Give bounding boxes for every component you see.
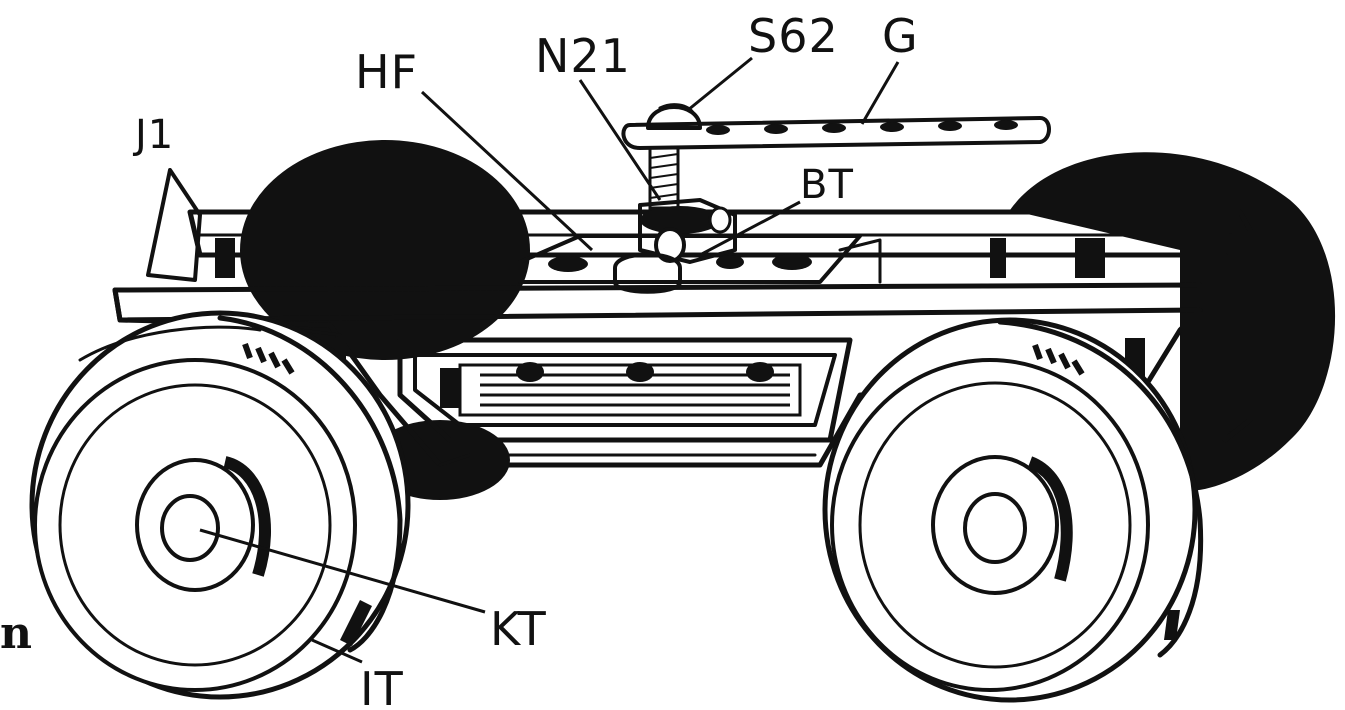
label-kt: KT (490, 602, 547, 656)
leader-n21 (578, 79, 662, 201)
perforated-strip (621, 103, 1051, 150)
leader-s62 (687, 56, 753, 112)
far-left-wheel (240, 140, 530, 360)
pivot-collar (638, 198, 737, 264)
front-right-wheel (822, 317, 1204, 703)
leader-bt (699, 200, 801, 257)
edge-fragment: n (0, 608, 32, 659)
leader-kt (199, 528, 486, 614)
leader-g (860, 61, 900, 125)
axle-box-cutout (397, 337, 853, 443)
leader-hf (420, 90, 594, 252)
front-left-wheel (29, 310, 411, 700)
far-right-wheel (1010, 152, 1336, 491)
label-s62: S62 (748, 9, 839, 63)
leader-lines (199, 56, 900, 664)
leader-it (311, 638, 363, 664)
label-it: IT (360, 662, 404, 710)
pivot-assembly (613, 146, 737, 294)
pivot-bush (613, 252, 682, 294)
label-hf: HF (355, 45, 418, 99)
label-n21: N21 (535, 29, 631, 83)
coupling-spike (146, 168, 202, 282)
label-j1: J1 (132, 112, 174, 158)
label-bt: BT (800, 162, 854, 208)
label-g: G (882, 9, 919, 63)
part-labels: HF N21 S62 G J1 BT KT IT n (0, 9, 919, 710)
bolt-head (646, 105, 702, 130)
bolster-plate (518, 234, 882, 284)
